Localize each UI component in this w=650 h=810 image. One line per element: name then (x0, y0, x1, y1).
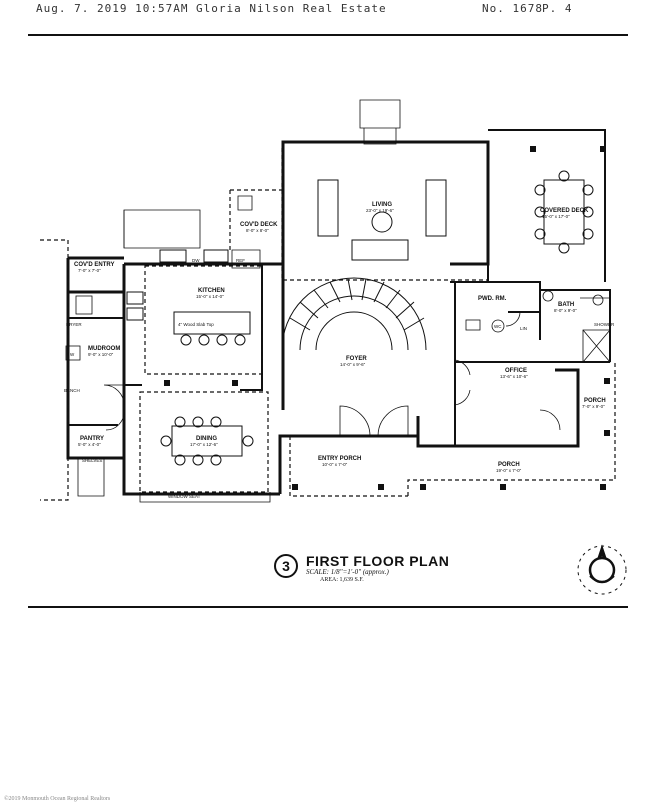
north-arrow-icon (577, 544, 627, 595)
room-bath: BATH (558, 302, 574, 308)
room-mudroom-dim: 9'-0" x 10'-0" (88, 352, 114, 357)
shelves-label: SHELVES (82, 458, 102, 463)
room-porch-side: PORCH (584, 398, 606, 404)
plan-area: AREA: 1,639 S.F. (320, 577, 364, 583)
room-covered-deck-dim: 15'-0" x 17'-0" (542, 214, 570, 219)
room-covd-entry: COV'D ENTRY (74, 262, 115, 268)
room-dining: DINING (196, 436, 217, 442)
lin-label: LIN (520, 326, 527, 331)
room-porch-front-dim: 19'-0" x 7'-0" (496, 468, 522, 473)
room-kitchen-dim: 15'-0" x 14'-0" (196, 294, 224, 299)
window-seat-label: WINDOW SEAT (168, 494, 201, 499)
curved-stair (281, 277, 427, 351)
room-covd-deck-dim: 8'-0" x 8'-0" (246, 228, 269, 233)
room-pantry-dim: 5'-0" x 4'-0" (78, 442, 101, 447)
porch-outlines (40, 148, 616, 501)
room-pantry: PANTRY (80, 436, 104, 442)
room-porch-side-dim: 7'-0" x 9'-0" (582, 404, 605, 409)
room-living: LIVING (372, 202, 392, 208)
fax-sender: Gloria Nilson Real Estate (196, 2, 387, 15)
room-entry-porch-dim: 10'-0" x 7'-0" (322, 462, 348, 467)
columns (164, 146, 610, 490)
thin-lines (77, 99, 611, 503)
plan-title: FIRST FLOOR PLAN (306, 553, 450, 569)
plan-number-badge: 3 (274, 554, 298, 578)
room-bath-dim: 8'-0" x 9'-0" (554, 308, 577, 313)
room-covered-deck: COVERED DECK (540, 208, 589, 214)
top-rule (28, 34, 628, 36)
bottom-rule (28, 606, 628, 608)
kitchen-island (126, 249, 251, 346)
room-covd-deck: COV'D DECK (240, 222, 278, 228)
dryer-label: DRYER (66, 322, 82, 327)
kitchen-island-label: 4" Wood Slab Top (178, 322, 214, 327)
refrigerator-label: REF (236, 258, 245, 263)
room-mudroom: MUDROOM (88, 346, 120, 352)
copyright-notice: ©2019 Monmouth Ocean Regional Realtors (4, 796, 111, 802)
bath-fixtures (65, 290, 604, 361)
walls (66, 140, 580, 496)
washer-label: W (70, 352, 75, 357)
room-covd-entry-dim: 7'-0" x 7'-0" (78, 268, 101, 273)
door-swings (103, 311, 561, 437)
shower-label: SHOWER (594, 322, 615, 327)
living-furniture (317, 170, 594, 261)
room-porch-front: PORCH (498, 462, 520, 468)
fax-date-time: Aug. 7. 2019 10:57AM (36, 2, 189, 15)
room-office: OFFICE (505, 368, 527, 374)
fax-page: P. 4 (542, 2, 573, 15)
dishwasher-label: DW (192, 258, 200, 263)
fax-number: No. 1678 (482, 2, 543, 15)
room-dining-dim: 17'-0" x 12'-6" (190, 442, 218, 447)
room-foyer-dim: 14'-0" x 9'-6" (340, 362, 366, 367)
room-living-dim: 23'-0" x 19'-6" (366, 208, 394, 213)
room-entry-porch: ENTRY PORCH (318, 456, 361, 462)
water-closet-label: WC (494, 324, 502, 329)
dining-table (160, 416, 254, 466)
bench-label: BENCH (64, 388, 80, 393)
room-kitchen: KITCHEN (198, 288, 225, 294)
room-pwd-rm: PWD. RM. (478, 296, 507, 302)
plan-scale: SCALE: 1/8"=1'-0" (approx.) (306, 568, 389, 576)
interior-walls (68, 129, 611, 446)
room-office-dim: 13'-6" x 10'-6" (500, 374, 528, 379)
room-foyer: FOYER (346, 356, 367, 362)
